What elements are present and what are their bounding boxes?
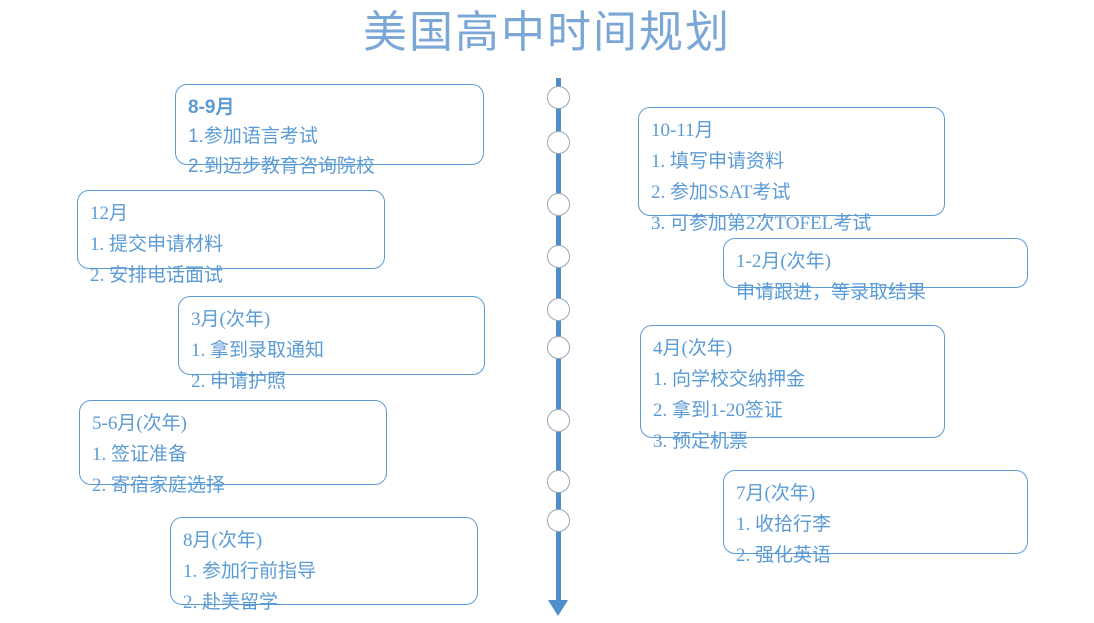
timeline-node <box>547 86 570 109</box>
timeline-node <box>547 245 570 268</box>
card-heading: 12月 <box>90 203 129 224</box>
card-heading: 7月(次年) <box>736 483 816 504</box>
timeline-card-aug[interactable]: 8月(次年) 1. 参加行前指导 2. 赴美留学 <box>170 517 478 613</box>
timeline-node <box>547 336 570 359</box>
timeline-card-may-jun[interactable]: 5-6月(次年) 1. 签证准备 2. 寄宿家庭选择 <box>79 400 387 496</box>
card-line: 1. 签证准备 <box>92 444 188 465</box>
card-line: 2. 拿到1-20签证 <box>653 400 783 421</box>
card-heading: 4月(次年) <box>653 338 733 359</box>
card-line: 3. 可参加第2次TOFEL考试 <box>651 213 872 234</box>
card-line: 2.到迈步教育咨询院校 <box>188 156 375 177</box>
card-heading: 10-11月 <box>651 120 714 141</box>
timeline-card-dec[interactable]: 12月 1. 提交申请材料 2. 安排电话面试 <box>77 190 385 286</box>
card-line: 1. 填写申请资料 <box>651 151 785 172</box>
card-line: 2. 强化英语 <box>736 545 832 566</box>
card-line: 1. 拿到录取通知 <box>191 340 325 361</box>
timeline-card-oct-nov[interactable]: 10-11月 1. 填写申请资料 2. 参加SSAT考试 3. 可参加第2次TO… <box>638 107 945 234</box>
card-line: 申请跟进，等录取结果 <box>736 282 927 303</box>
page-title: 美国高中时间规划 <box>363 8 731 57</box>
card-line: 2. 寄宿家庭选择 <box>92 475 226 496</box>
card-heading: 8-9月 <box>188 97 235 118</box>
card-heading: 3月(次年) <box>191 309 271 330</box>
card-line: 1. 提交申请材料 <box>90 234 224 255</box>
card-line: 1. 向学校交纳押金 <box>653 369 806 390</box>
timeline-card-mar[interactable]: 3月(次年) 1. 拿到录取通知 2. 申请护照 <box>178 296 485 392</box>
timeline-card-jan-feb[interactable]: 1-2月(次年) 申请跟进，等录取结果 <box>723 238 1028 303</box>
timeline-card-jul[interactable]: 7月(次年) 1. 收拾行李 2. 强化英语 <box>723 470 1028 566</box>
card-line: 2. 参加SSAT考试 <box>651 182 791 203</box>
timeline-node <box>547 193 570 216</box>
card-line: 1. 收拾行李 <box>736 514 832 535</box>
timeline-node <box>547 509 570 532</box>
timeline-node <box>547 298 570 321</box>
card-line: 2. 申请护照 <box>191 371 287 392</box>
card-heading: 1-2月(次年) <box>736 251 831 272</box>
timeline-arrow-icon <box>548 600 568 616</box>
card-line: 1. 参加行前指导 <box>183 561 317 582</box>
timeline-node <box>547 409 570 432</box>
timeline-card-apr[interactable]: 4月(次年) 1. 向学校交纳押金 2. 拿到1-20签证 3. 预定机票 <box>640 325 945 452</box>
card-line: 2. 赴美留学 <box>183 592 279 613</box>
timeline-node <box>547 470 570 493</box>
card-heading: 8月(次年) <box>183 530 263 551</box>
timeline-card-aug-sep[interactable]: 8-9月 1.参加语言考试 2.到迈步教育咨询院校 <box>175 84 484 177</box>
card-heading: 5-6月(次年) <box>92 413 187 434</box>
timeline-node <box>547 131 570 154</box>
card-line: 1.参加语言考试 <box>188 126 318 147</box>
card-line: 2. 安排电话面试 <box>90 265 224 286</box>
card-line: 3. 预定机票 <box>653 431 749 452</box>
